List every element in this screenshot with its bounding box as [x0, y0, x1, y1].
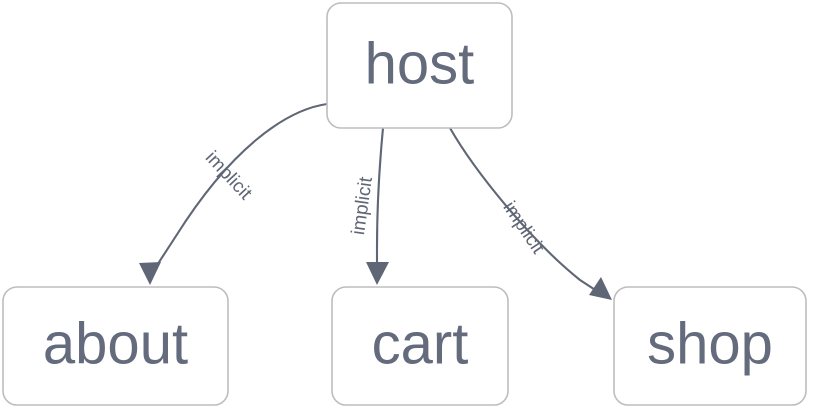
- edge-host-cart[interactable]: implicit: [348, 126, 389, 285]
- node-box-shop[interactable]: [613, 286, 807, 406]
- edge-label-host-shop: implicit: [498, 198, 548, 258]
- arrowhead-icon-host-about: [139, 262, 161, 285]
- node-box-cart[interactable]: [331, 286, 509, 406]
- node-label-shop: shop: [647, 311, 773, 376]
- edge-host-shop[interactable]: implicit: [448, 126, 612, 300]
- edge-label-host-cart: implicit: [348, 175, 377, 236]
- edge-path-host-shop: [448, 126, 605, 297]
- node-host[interactable]: host: [326, 2, 513, 129]
- node-label-host: host: [365, 31, 475, 96]
- node-label-about: about: [43, 311, 188, 376]
- arrowhead-icon-host-shop: [589, 277, 612, 300]
- arrowhead-icon-host-cart: [366, 262, 389, 285]
- edges-layer: implicit implicit implicit: [139, 102, 612, 300]
- nodes-layer: host about cart shop: [2, 2, 807, 406]
- node-about[interactable]: about: [2, 286, 229, 406]
- node-cart[interactable]: cart: [331, 286, 509, 406]
- node-box-about[interactable]: [2, 286, 229, 406]
- edge-path-host-cart: [375, 126, 385, 278]
- edge-label-host-about: implicit: [201, 147, 256, 204]
- edge-path-host-about: [148, 102, 329, 278]
- node-shop[interactable]: shop: [613, 286, 807, 406]
- node-box-host[interactable]: [326, 2, 513, 129]
- edge-host-about[interactable]: implicit: [139, 102, 329, 285]
- node-label-cart: cart: [372, 311, 469, 376]
